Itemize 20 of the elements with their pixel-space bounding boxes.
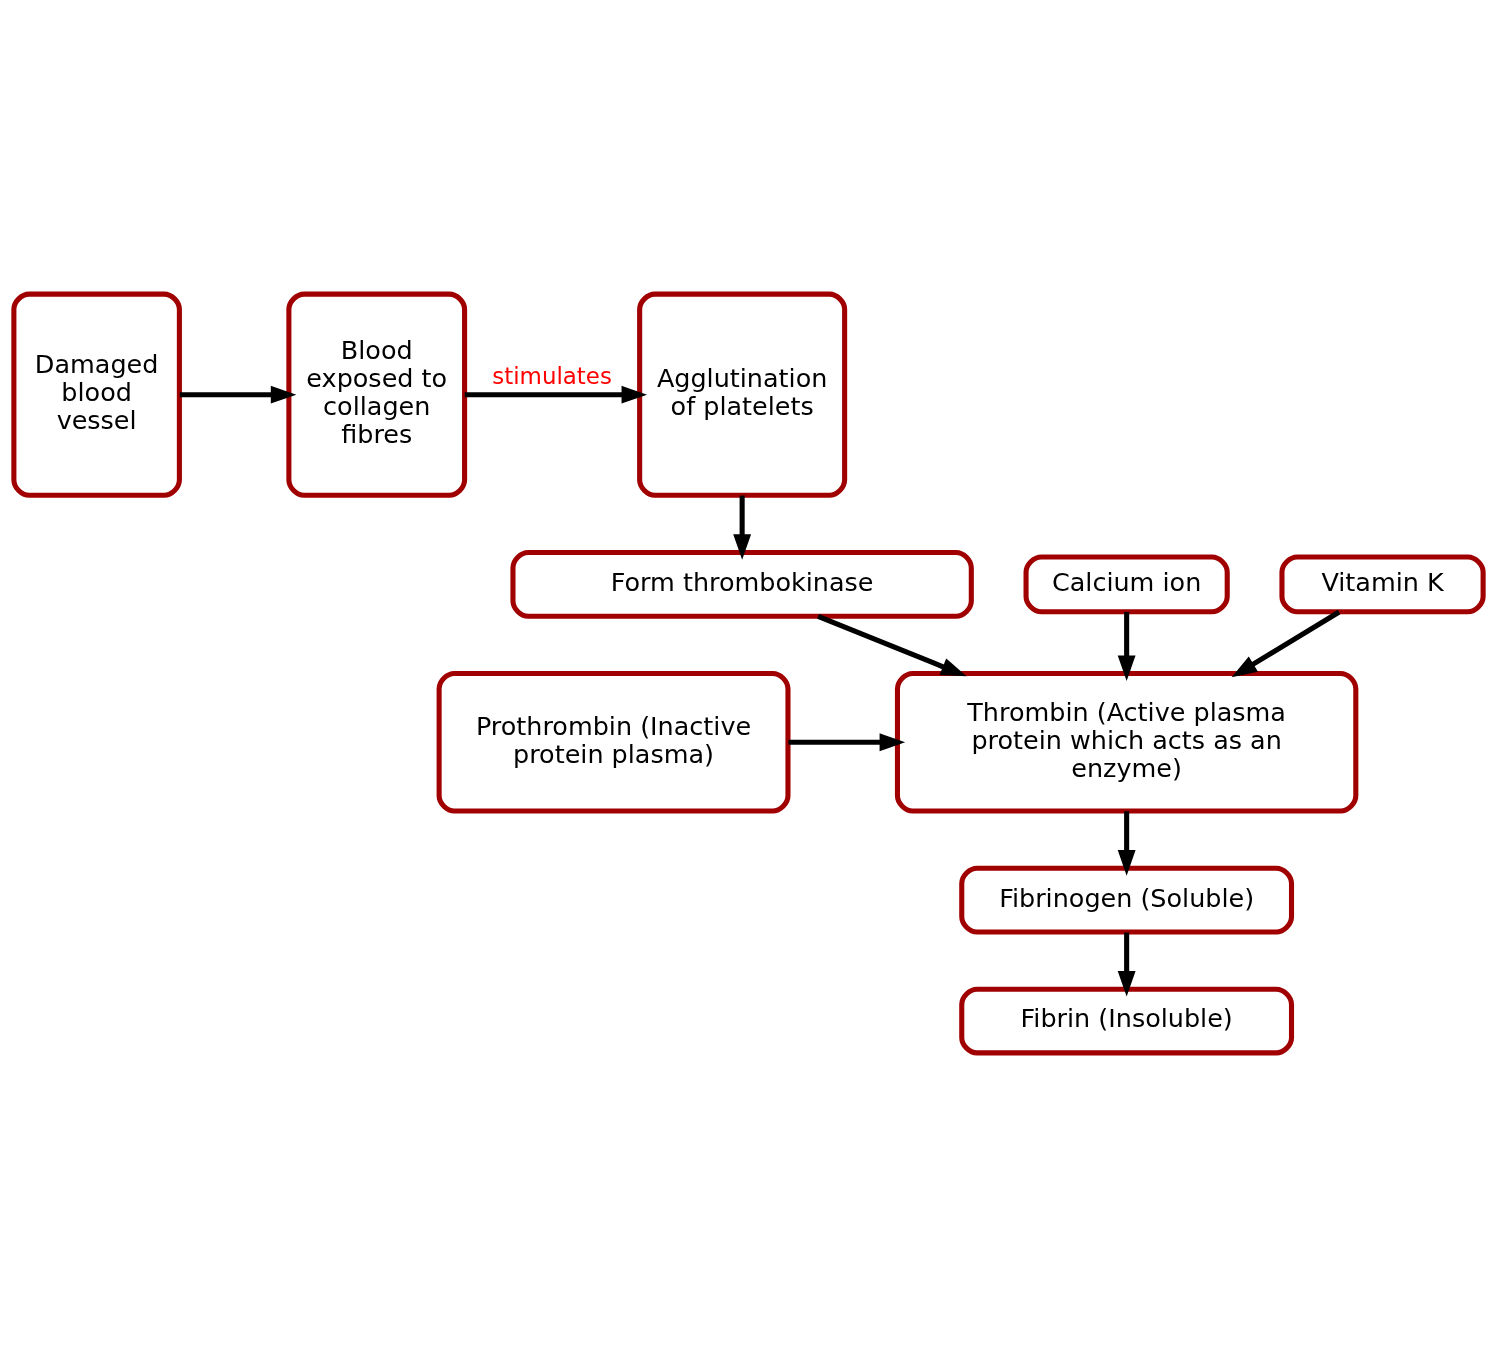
arrow [1117, 932, 1136, 997]
node-box: Form thrombokinase [510, 549, 974, 619]
node-box: Thrombin (Active plasma protein which acts as an enzyme) [894, 670, 1359, 814]
arrow [1117, 810, 1136, 876]
arrow [788, 732, 906, 751]
node-box: Prothrombin (Inactive protein plasma) [436, 670, 791, 814]
node-box: Calcium ion [1023, 553, 1230, 614]
arrow [464, 385, 648, 404]
node-box: Fibrin (Insoluble) [959, 986, 1295, 1055]
node-box: Blood exposed to collagen fibres [286, 291, 468, 498]
edge-label: stimulates [492, 362, 612, 389]
arrow [1117, 611, 1136, 681]
arrow [179, 385, 297, 404]
arrow [817, 613, 967, 676]
node-box: Vitamin K [1279, 553, 1486, 614]
arrow [733, 495, 752, 560]
node-box: Fibrinogen (Soluble) [959, 865, 1295, 934]
node-box: Damaged blood vessel [11, 291, 182, 498]
arrow [1231, 609, 1341, 677]
node-box: Agglutination of platelets [637, 291, 848, 498]
